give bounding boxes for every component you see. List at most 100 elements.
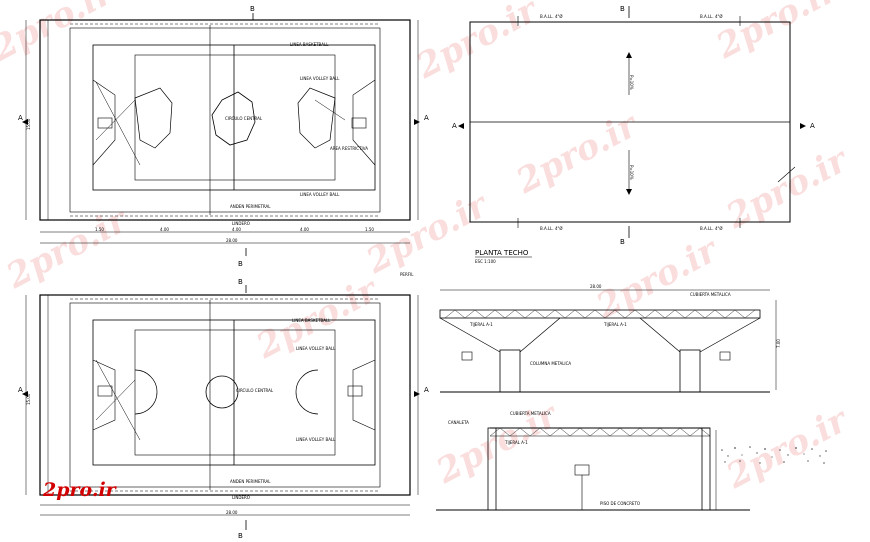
elevation-a2-left-arrow: [22, 391, 28, 397]
elev-label-cover: CUBIERTA METALICA: [690, 292, 731, 297]
detail-line-left-2a: [95, 359, 141, 441]
label-circle-top: CIRCULO CENTRAL: [225, 116, 263, 121]
section-b2-bottom-label: B: [238, 532, 243, 540]
dim-total-top: 28.00: [226, 238, 238, 243]
slope-arrowhead-top: [626, 52, 632, 58]
elev-label-truss-1: TIJERAL A-1: [469, 322, 493, 327]
section-b-bottom-label: B: [238, 260, 243, 268]
hoop-post-right-2: [347, 385, 363, 397]
downpipe-label-tl: B.A.LL. 4"Ø: [540, 14, 563, 19]
volley-court-outline: [134, 54, 336, 181]
court-plan-top: B B A A LINEA BASKETBALL LINEA VOLLEY BA…: [18, 5, 429, 268]
sect-backboard: [574, 464, 590, 476]
slope-arrowhead-bottom: [626, 189, 632, 195]
center-circle-2: [205, 375, 239, 409]
site-boundary: [39, 19, 411, 221]
roof-section-b-top: B: [620, 5, 625, 13]
elev-hoop-left: [461, 351, 473, 361]
front-elevation: 28.00 7.00 CUBIERTA METALICA TIJERAL A-1…: [439, 284, 781, 393]
cross-section: CUBIERTA METALICA TIJERAL A-1 CANALETA P…: [436, 411, 827, 511]
roof-elev-a-left: A: [452, 122, 457, 130]
wm-7: 2pro.ir: [0, 199, 136, 297]
sect-truss-web: [489, 427, 711, 437]
detail-line-right-1: [314, 99, 346, 121]
free-throw-arc-right: [295, 369, 319, 415]
elevation-a-right-label: A: [424, 114, 429, 122]
elev-dim-height: 7.00: [776, 339, 781, 348]
roof-plan: B B A A P=10% P=10% B.A.LL. 4"Ø B.A.LL. …: [452, 5, 815, 264]
wm-2: 2pro.ir: [409, 0, 545, 87]
label-basket-2: LINEA BASKETBALL: [292, 318, 331, 323]
elev-roof-beam: [439, 309, 761, 319]
detail-line-left-1: [95, 81, 141, 166]
wm-8: 2pro.ir: [589, 229, 725, 327]
wm-4: 2pro.ir: [509, 104, 645, 202]
gravel-texture: [721, 446, 827, 464]
dim-total-2: 28.00: [226, 510, 238, 515]
label-apron-2: ANDEN PERIMETRAL: [230, 479, 271, 484]
elev-label-truss-2: TIJERAL A-1: [603, 322, 627, 327]
label-lindero-2: LINDERO: [232, 495, 250, 500]
wm-3: 2pro.ir: [709, 0, 845, 67]
elevation-a2-left-label: A: [18, 386, 23, 394]
elev-label-column: COLUMNA METALICA: [530, 361, 571, 366]
detail-line-left-2: [95, 99, 136, 141]
elev-brace-1: [439, 317, 501, 353]
dim-bottom-3: 4.00: [232, 227, 241, 232]
watermark-logo: 2pro.ir: [42, 479, 118, 501]
free-throw-circle-right: [297, 87, 336, 149]
sect-column-right: [701, 427, 711, 511]
elev-hoop-right: [719, 351, 731, 361]
key-right: [352, 79, 376, 166]
key-left: [92, 79, 116, 166]
sect-label-cover: CUBIERTA METALICA: [510, 411, 551, 416]
hoop-post-right: [351, 117, 367, 129]
wm-10: 2pro.ir: [429, 394, 565, 492]
roof-slope-bottom: P=10%: [629, 165, 634, 180]
sect-label-truss: TIJERAL A-1: [504, 440, 528, 445]
dim-bottom-5: 1.50: [365, 227, 374, 232]
site-boundary-2: [39, 294, 411, 496]
court-plan-bottom: B B A A PERFIL LINEA BASKETBALL LINEA VO…: [18, 272, 429, 540]
dim-bottom-2: 4.00: [160, 227, 169, 232]
roof-plan-title: PLANTA TECHO: [475, 249, 529, 257]
dim-side-2: 15.00: [26, 393, 31, 405]
elevation-a-right-arrow: [414, 119, 420, 125]
free-throw-arc-left: [134, 369, 158, 415]
dim-side-top: 15.00: [26, 118, 31, 130]
roof-elev-a-left-arrow: [458, 123, 464, 129]
downpipe-label-br: B.A.LL. 4"Ø: [700, 226, 723, 231]
label-perfil: PERFIL: [400, 272, 414, 277]
elevation-a2-right-arrow: [414, 391, 420, 397]
detail-line-left-2b: [95, 379, 136, 421]
dim-bottom-4: 4.00: [300, 227, 309, 232]
roof-elev-a-right-arrow: [800, 123, 806, 129]
elev-dim-width: 28.00: [590, 284, 602, 289]
label-basket-top: LINEA BASKETBALL: [290, 42, 329, 47]
key-right-2: [352, 359, 376, 431]
downpipe-label-tr: B.A.LL. 4"Ø: [700, 14, 723, 19]
free-throw-circle-left: [134, 87, 173, 149]
hoop-post-left: [97, 117, 113, 129]
dim-bottom-1: 1.50: [95, 227, 104, 232]
label-apron-top: ANDEN PERIMETRAL: [230, 204, 271, 209]
elev-column-right: [679, 349, 701, 393]
apron-line: [69, 27, 381, 213]
label-volley-2a: LINEA VOLLEY BALL: [296, 346, 336, 351]
elev-brace-3: [639, 317, 681, 353]
center-circle: [211, 91, 256, 146]
wm-1: 2pro.ir: [0, 0, 121, 70]
label-area-top: AREA RESTRICTIVA: [330, 146, 368, 151]
roof-slope-top: P=10%: [629, 75, 634, 90]
elev-column-left: [499, 349, 521, 393]
elev-brace-4: [699, 317, 761, 353]
roof-elev-a-right: A: [810, 122, 815, 130]
label-circle-2: CIRCULO CENTRAL: [236, 388, 274, 393]
label-volley-2b: LINEA VOLLEY BALL: [296, 437, 336, 442]
roof-plan-scale: ESC 1:100: [475, 259, 496, 264]
wm-11: 2pro.ir: [719, 399, 855, 497]
section-b-top-label: B: [250, 5, 255, 13]
label-volley-top: LINEA VOLLEY BALL: [300, 76, 340, 81]
sect-label-gutter: CANALETA: [448, 420, 469, 425]
